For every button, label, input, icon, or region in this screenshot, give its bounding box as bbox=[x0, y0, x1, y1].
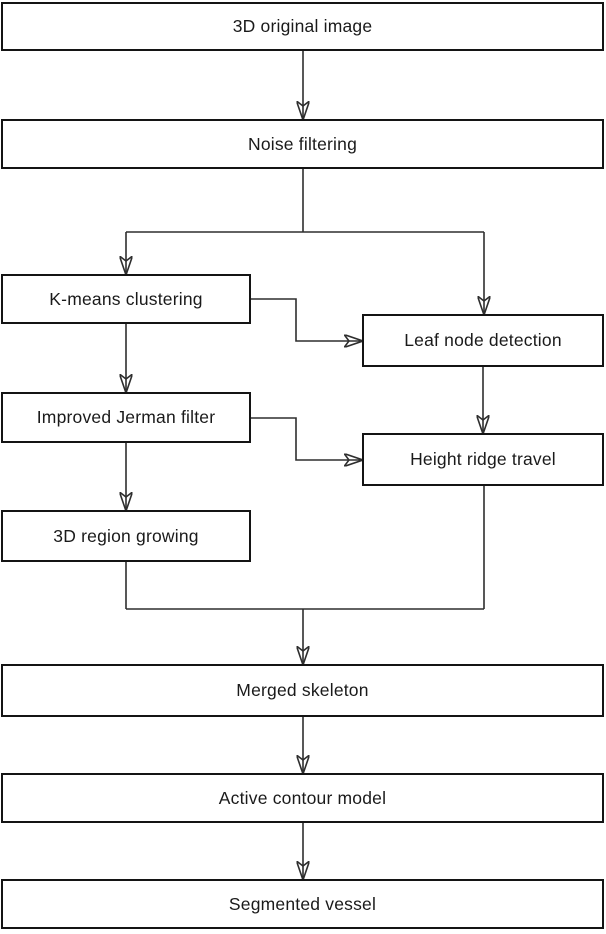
node-label: Noise filtering bbox=[247, 133, 358, 154]
node-merged-skeleton: Merged skeleton bbox=[1, 664, 604, 717]
node-label: Leaf node detection bbox=[404, 330, 562, 350]
node-active-contour-model: Active contour model bbox=[1, 773, 604, 823]
node-3d-original-image: 3D original image bbox=[1, 2, 604, 51]
node-leaf-node-detection: Leaf node detection bbox=[362, 314, 604, 367]
node-label: Improved Jerman filter bbox=[36, 407, 216, 427]
node-label: Height ridge travel bbox=[410, 449, 556, 469]
node-height-ridge-travel: Height ridge travel bbox=[362, 433, 604, 486]
node-label: 3D region growing bbox=[53, 525, 199, 546]
node-noise-filtering: Noise filtering bbox=[1, 119, 604, 169]
edge-noise-branch-line bbox=[126, 169, 484, 233]
node-label: Segmented vessel bbox=[228, 893, 377, 914]
edge-jerman-to-ridge bbox=[251, 417, 362, 460]
edge-kmeans-to-leaf bbox=[251, 298, 362, 341]
node-improved-jerman-filter: Improved Jerman filter bbox=[1, 392, 251, 443]
node-label: Active contour model bbox=[218, 787, 387, 808]
edge-merge-line bbox=[125, 486, 485, 610]
node-kmeans-clustering: K-means clustering bbox=[1, 274, 251, 324]
node-segmented-vessel: Segmented vessel bbox=[1, 879, 604, 929]
node-label: Merged skeleton bbox=[236, 680, 369, 700]
node-label: K-means clustering bbox=[49, 288, 203, 309]
node-3d-region-growing: 3D region growing bbox=[1, 510, 251, 562]
node-label: 3D original image bbox=[232, 16, 373, 36]
